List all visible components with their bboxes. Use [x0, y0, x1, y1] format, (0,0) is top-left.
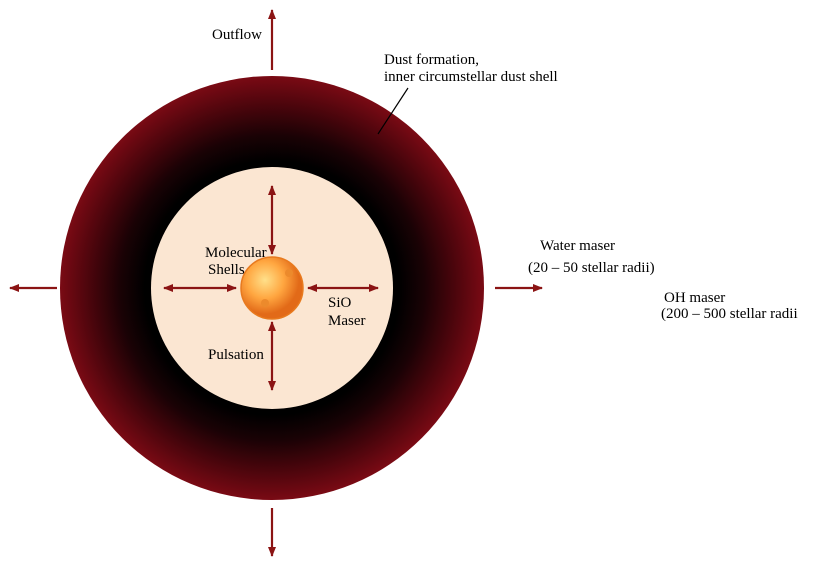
sio-label: SiO [328, 295, 352, 311]
molecular-label: Molecular [205, 245, 267, 261]
dust-leader-line [377, 87, 409, 135]
oh-maser-label: OH maser [664, 290, 725, 306]
star-spot [261, 299, 269, 307]
water-maser-label: Water maser [540, 238, 615, 254]
maser-label: Maser [328, 313, 366, 329]
oh-maser-range: (200 – 500 stellar radii [661, 306, 798, 322]
star [240, 256, 304, 320]
pulsation-arrows [163, 185, 379, 391]
star-spot [285, 269, 293, 277]
pulsation-label: Pulsation [208, 347, 264, 363]
water-maser-range: (20 – 50 stellar radii) [528, 260, 655, 276]
dust-label-line2: inner circumstellar dust shell [384, 69, 558, 85]
outflow-label: Outflow [212, 27, 262, 43]
dust-label-line1: Dust formation, [384, 52, 479, 68]
shells-label: Shells [208, 262, 245, 278]
outflow-arrows [9, 9, 543, 557]
